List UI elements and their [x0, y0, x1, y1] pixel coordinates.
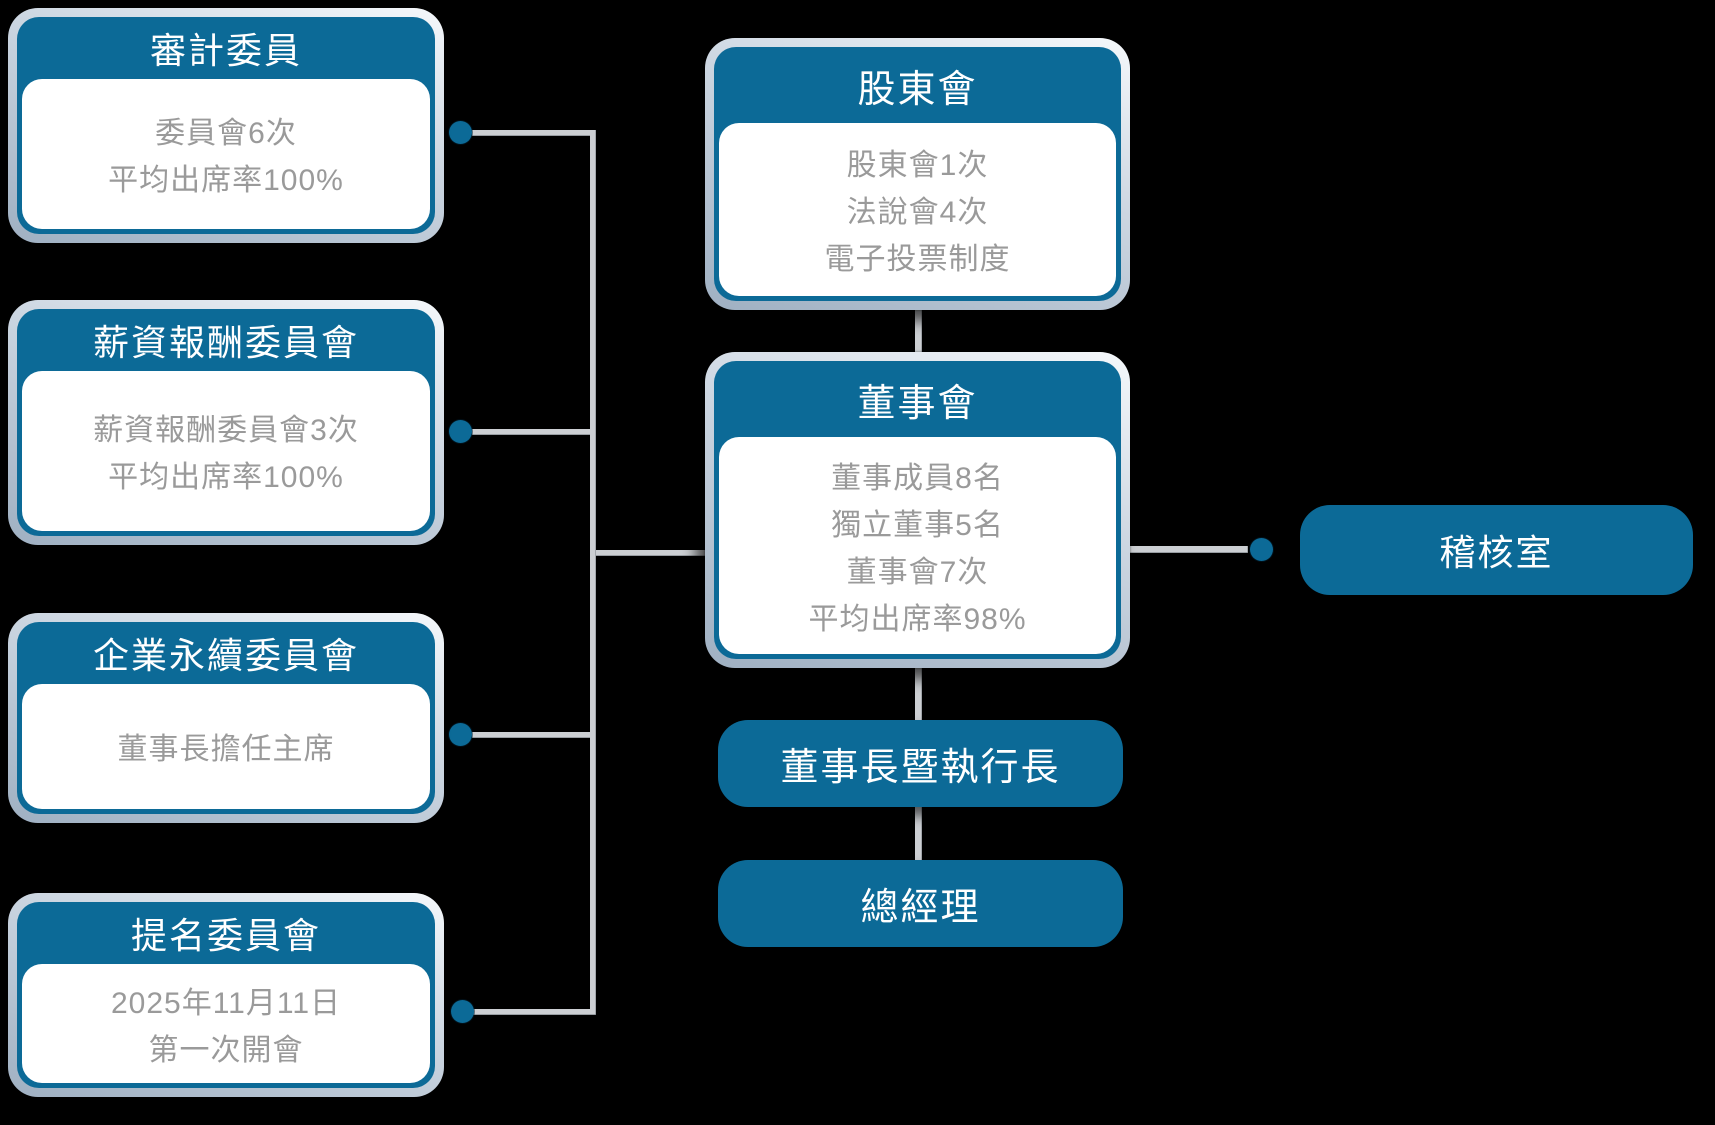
stat-line: 委員會6次 [155, 117, 297, 150]
stat-line: 董事會7次 [846, 555, 989, 589]
connector-dot-sustainability-committee [449, 723, 472, 746]
stat-line: 平均出席率98% [808, 602, 1027, 636]
card-sustainability-committee: 企業永續委員會 董事長擔任主席 [8, 613, 444, 823]
stat-line: 第一次開會 [148, 1033, 304, 1067]
card-sustainability-committee-inner: 企業永續委員會 董事長擔任主席 [17, 622, 435, 814]
connector-compensation-committee-line [472, 429, 592, 435]
stat-line: 獨立董事5名 [831, 508, 1004, 542]
stat-line: 平均出席率100% [108, 164, 344, 197]
stat-line: 平均出席率100% [108, 461, 344, 494]
card-shareholders-meeting-inner: 股東會 股東會1次 法說會4次 電子投票制度 [714, 47, 1121, 301]
card-compensation-committee-title: 薪資報酬委員會 [92, 322, 359, 363]
card-board-of-directors-inner: 董事會 董事成員8名 獨立董事5名 董事會7次 平均出席率98% [714, 361, 1121, 659]
stat-line: 董事成員8名 [831, 461, 1004, 495]
stat-line: 電子投票制度 [824, 243, 1011, 276]
card-nomination-committee-body: 2025年11月11日 第一次開會 [22, 964, 430, 1083]
card-board-of-directors-title: 董事會 [857, 382, 978, 425]
card-compensation-committee-body: 薪資報酬委員會3次 平均出席率100% [22, 371, 430, 531]
stat-line: 薪資報酬委員會3次 [93, 414, 359, 447]
card-shareholders-meeting: 股東會 股東會1次 法說會4次 電子投票制度 [705, 38, 1130, 310]
box-president: 總經理 [718, 860, 1123, 947]
box-audit-office: 稽核室 [1300, 505, 1693, 595]
connector-dot-audit-committee [449, 121, 472, 144]
card-compensation-committee: 薪資報酬委員會 薪資報酬委員會3次 平均出席率100% [8, 300, 444, 545]
box-chairman-ceo: 董事長暨執行長 [718, 720, 1123, 807]
connector-dot-audit-office [1250, 538, 1273, 561]
connector-board-to-audit-office-line [1130, 546, 1248, 553]
card-audit-committee-title: 審計委員 [149, 30, 302, 71]
card-board-of-directors-body: 董事成員8名 獨立董事5名 董事會7次 平均出席率98% [719, 437, 1116, 654]
stat-line: 法說會4次 [846, 196, 989, 229]
connector-dot-compensation-committee [449, 420, 472, 443]
connector-board-to-chairman-line [915, 664, 922, 722]
card-nomination-committee-title: 提名委員會 [130, 915, 321, 956]
stat-line: 董事長擔任主席 [117, 733, 335, 766]
connector-chairman-to-president-line [915, 804, 922, 862]
connector-audit-committee-line [472, 130, 592, 136]
card-nomination-committee-inner: 提名委員會 2025年11月11日 第一次開會 [17, 902, 435, 1088]
card-audit-committee-inner: 審計委員 委員會6次 平均出席率100% [17, 17, 435, 234]
card-sustainability-committee-body: 董事長擔任主席 [22, 684, 430, 809]
connector-nomination-committee-line [472, 1009, 592, 1015]
card-audit-committee: 審計委員 委員會6次 平均出席率100% [8, 8, 444, 243]
connector-trunk-vertical-line [590, 130, 596, 1015]
card-board-of-directors: 董事會 董事成員8名 獨立董事5名 董事會7次 平均出席率98% [705, 352, 1130, 668]
card-audit-committee-body: 委員會6次 平均出席率100% [22, 79, 430, 229]
card-shareholders-meeting-title: 股東會 [857, 68, 978, 111]
card-shareholders-meeting-body: 股東會1次 法說會4次 電子投票制度 [719, 123, 1116, 296]
stat-line: 股東會1次 [846, 149, 989, 182]
stat-line: 2025年11月11日 [110, 986, 342, 1020]
connector-sustainability-committee-line [472, 732, 592, 738]
connector-shareholders-to-board-line [915, 306, 922, 356]
card-compensation-committee-inner: 薪資報酬委員會 薪資報酬委員會3次 平均出席率100% [17, 309, 435, 536]
connector-trunk-to-board-line [596, 550, 708, 556]
card-nomination-committee: 提名委員會 2025年11月11日 第一次開會 [8, 893, 444, 1097]
card-sustainability-committee-title: 企業永續委員會 [92, 635, 359, 676]
connector-dot-nomination-committee [451, 1000, 474, 1023]
